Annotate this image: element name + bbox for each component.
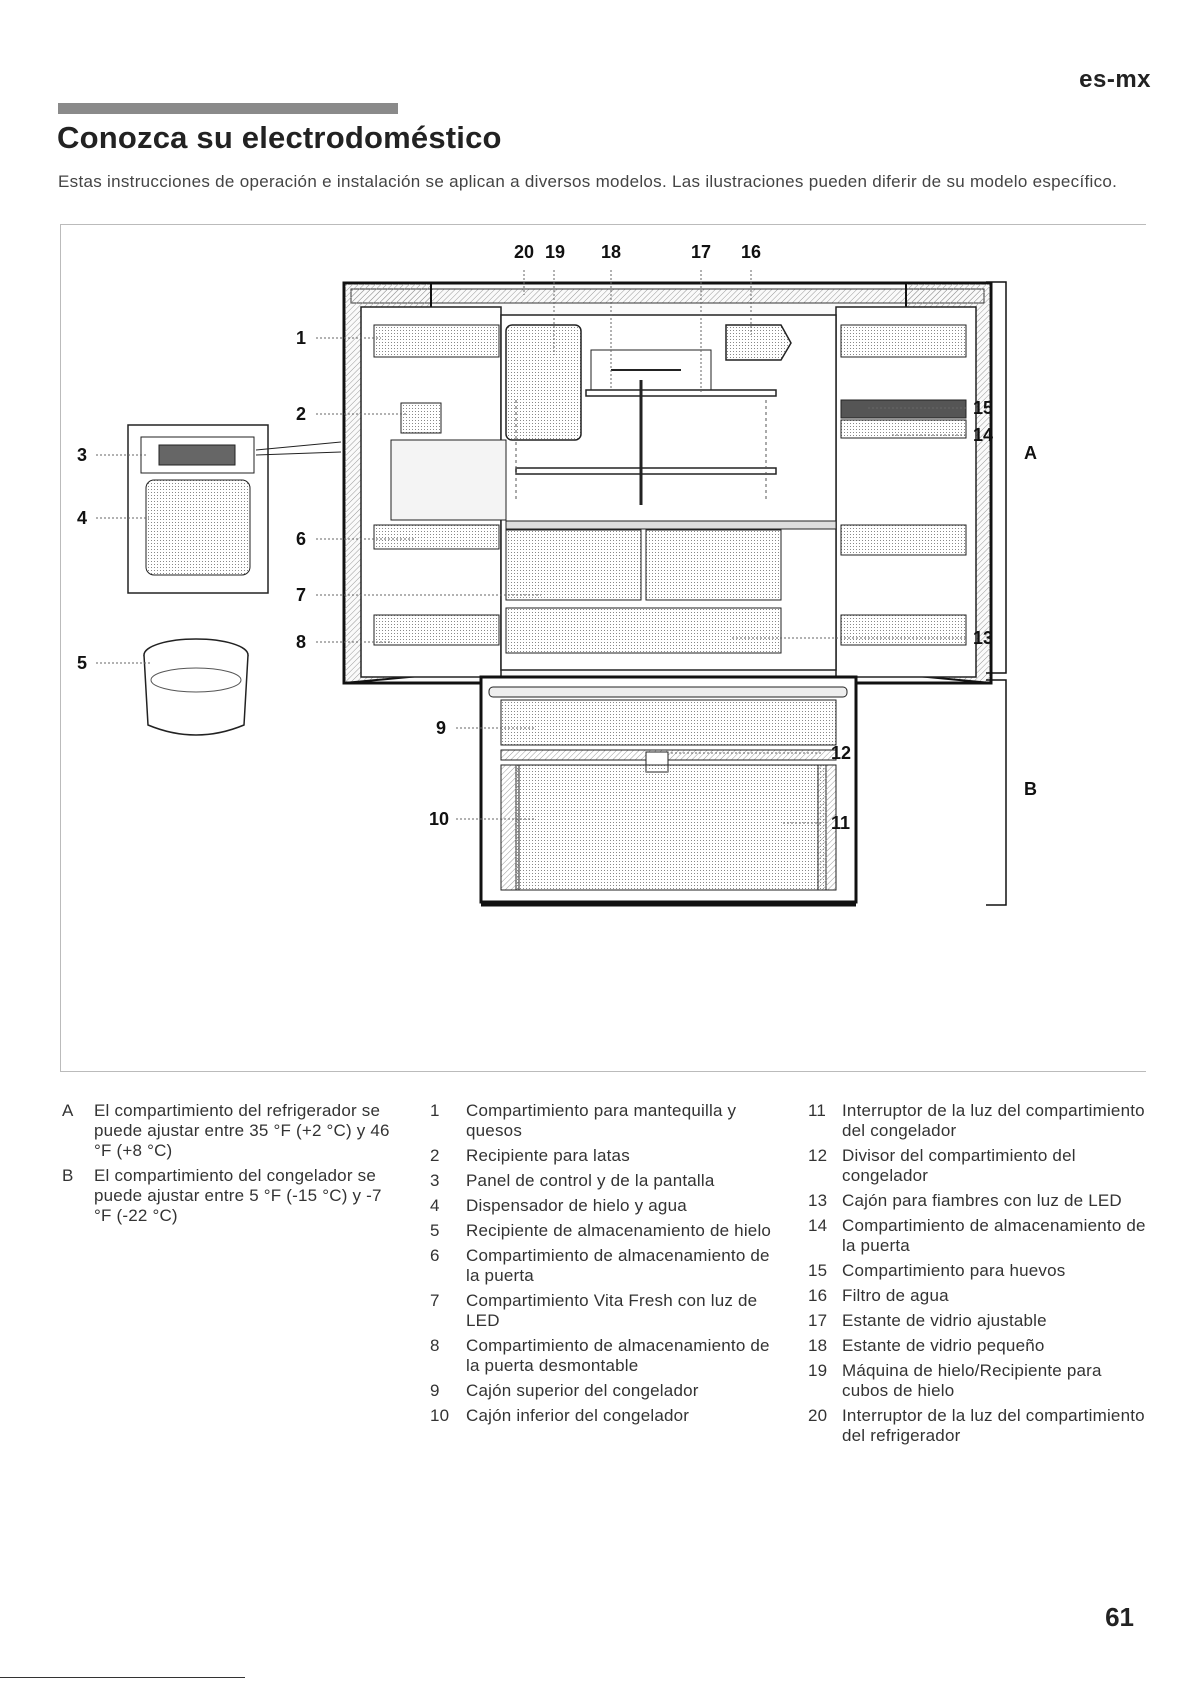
- legend-key: 15: [808, 1261, 828, 1280]
- legend-text: Recipiente para latas: [466, 1146, 630, 1165]
- legend-item: 12 Divisor del compartimiento del congela…: [808, 1146, 1148, 1186]
- legend-zone-b: B El compartimiento del congelador se pu…: [62, 1166, 402, 1226]
- legend-item: 9 Cajón superior del congelador: [430, 1381, 780, 1401]
- callout-12: 12: [831, 743, 851, 763]
- legend-key: A: [62, 1101, 74, 1120]
- legend-zone-a: A El compartimiento del refrigerador se …: [62, 1101, 402, 1161]
- legend-key: 1: [430, 1101, 440, 1120]
- legend-item: 18 Estante de vidrio pequeño: [808, 1336, 1148, 1356]
- legend-text: Máquina de hielo/Recipiente para cubos d…: [842, 1361, 1102, 1400]
- legend-key: 19: [808, 1361, 828, 1380]
- legend-text: Panel de control y de la pantalla: [466, 1171, 715, 1190]
- page-number: 61: [1105, 1602, 1134, 1632]
- intro-paragraph: Estas instrucciones de operación e insta…: [58, 172, 1118, 191]
- legend-key: 6: [430, 1246, 440, 1265]
- legend-items-1-10: 1 Compartimiento para mantequilla y queso…: [430, 1101, 780, 1426]
- legend-key: 13: [808, 1191, 828, 1210]
- legend-key: B: [62, 1166, 74, 1185]
- legend-key: 10: [430, 1406, 450, 1425]
- legend-key: 2: [430, 1146, 440, 1165]
- legend-text: Compartimiento de almacenamiento de la p…: [842, 1216, 1146, 1255]
- legend-item: 2 Recipiente para latas: [430, 1146, 780, 1166]
- refrigerator-illustration: 20 19 18 17 16 1 2 3 4 5 6 7 8 9 10 11 1…: [77, 242, 1037, 907]
- legend-item: 13 Cajón para fiambres con luz de LED: [808, 1191, 1148, 1211]
- legend-item: 8 Compartimiento de almacenamiento de la …: [430, 1336, 780, 1376]
- legend-text: Cajón inferior del congelador: [466, 1406, 690, 1425]
- footer-rule: [0, 1677, 245, 1678]
- legend-text: Cajón superior del congelador: [466, 1381, 699, 1400]
- legend-key: 14: [808, 1216, 828, 1235]
- legend-item: 14 Compartimiento de almacenamiento de la…: [808, 1216, 1148, 1256]
- legend-text: Filtro de agua: [842, 1286, 949, 1305]
- callout-17: 17: [691, 242, 711, 262]
- legend-item: 15 Compartimiento para huevos: [808, 1261, 1148, 1281]
- legend-key: 12: [808, 1146, 828, 1165]
- legend-item: 4 Dispensador de hielo y agua: [430, 1196, 780, 1216]
- legend-key: 7: [430, 1291, 440, 1310]
- callout-18: 18: [601, 242, 621, 262]
- callout-10: 10: [429, 809, 449, 829]
- legend-text: Cajón para fiambres con luz de LED: [842, 1191, 1122, 1210]
- legend-text: Estante de vidrio pequeño: [842, 1336, 1045, 1355]
- legend-text: El compartimiento del congelador se pued…: [94, 1166, 382, 1225]
- legend-text: Recipiente de almacenamiento de hielo: [466, 1221, 772, 1240]
- legend-text: Compartimiento Vita Fresh con luz de LED: [466, 1291, 758, 1330]
- legend-key: 20: [808, 1406, 828, 1425]
- legend-key: 9: [430, 1381, 440, 1400]
- callout-19: 19: [545, 242, 565, 262]
- legend-key: 8: [430, 1336, 440, 1355]
- zone-label-b: B: [1024, 779, 1037, 799]
- legend-key: 4: [430, 1196, 440, 1215]
- callout-14: 14: [973, 425, 993, 445]
- callout-20: 20: [514, 242, 534, 262]
- legend-key: 11: [808, 1101, 827, 1120]
- callout-5: 5: [77, 653, 87, 673]
- legend-text: El compartimiento del refrigerador se pu…: [94, 1101, 390, 1160]
- legend-item: 16 Filtro de agua: [808, 1286, 1148, 1306]
- callout-8: 8: [296, 632, 306, 652]
- legend-key: 5: [430, 1221, 440, 1240]
- language-code: es-mx: [1079, 66, 1151, 93]
- callout-6: 6: [296, 529, 306, 549]
- section-title-bar: [58, 103, 398, 114]
- legend-item: 6 Compartimiento de almacenamiento de la …: [430, 1246, 780, 1286]
- legend-text: Compartimiento de almacenamiento de la p…: [466, 1246, 770, 1285]
- legend-text: Dispensador de hielo y agua: [466, 1196, 687, 1215]
- legend-text: Compartimiento para mantequilla y quesos: [466, 1101, 737, 1140]
- legend-key: 17: [808, 1311, 828, 1330]
- legend-text: Interruptor de la luz del compartimiento…: [842, 1406, 1145, 1445]
- callout-15: 15: [973, 398, 993, 418]
- legend-item: 20 Interruptor de la luz del compartimien…: [808, 1406, 1148, 1446]
- legend-item: 11 Interruptor de la luz del compartimien…: [808, 1101, 1148, 1141]
- legend-text: Estante de vidrio ajustable: [842, 1311, 1047, 1330]
- legend-key: 16: [808, 1286, 828, 1305]
- legend-item: 19 Máquina de hielo/Recipiente para cubos…: [808, 1361, 1148, 1401]
- legend-item: 17 Estante de vidrio ajustable: [808, 1311, 1148, 1331]
- callout-13: 13: [973, 628, 993, 648]
- callout-4: 4: [77, 508, 87, 528]
- legend-item: 7 Compartimiento Vita Fresh con luz de LE…: [430, 1291, 780, 1331]
- callout-11: 11: [831, 813, 850, 833]
- legend-item: 1 Compartimiento para mantequilla y queso…: [430, 1101, 780, 1141]
- legend-text: Compartimiento para huevos: [842, 1261, 1066, 1280]
- legend-item: 3 Panel de control y de la pantalla: [430, 1171, 780, 1191]
- legend-item: 10 Cajón inferior del congelador: [430, 1406, 780, 1426]
- zone-label-a: A: [1024, 443, 1037, 463]
- page-title: Conozca su electrodoméstico: [57, 120, 502, 155]
- callout-16: 16: [741, 242, 761, 262]
- legend-zones: A El compartimiento del refrigerador se …: [62, 1101, 402, 1226]
- legend-key: 18: [808, 1336, 828, 1355]
- callout-2: 2: [296, 404, 306, 424]
- callout-1: 1: [296, 328, 306, 348]
- callout-3: 3: [77, 445, 87, 465]
- legend-item: 5 Recipiente de almacenamiento de hielo: [430, 1221, 780, 1241]
- legend-key: 3: [430, 1171, 440, 1190]
- refrigerator-diagram: 20 19 18 17 16 1 2 3 4 5 6 7 8 9 10 11 1…: [60, 224, 1146, 1072]
- callout-9: 9: [436, 718, 446, 738]
- callout-7: 7: [296, 585, 306, 605]
- legend-text: Compartimiento de almacenamiento de la p…: [466, 1336, 770, 1375]
- legend-text: Interruptor de la luz del compartimiento…: [842, 1101, 1145, 1140]
- legend-text: Divisor del compartimiento del congelado…: [842, 1146, 1076, 1185]
